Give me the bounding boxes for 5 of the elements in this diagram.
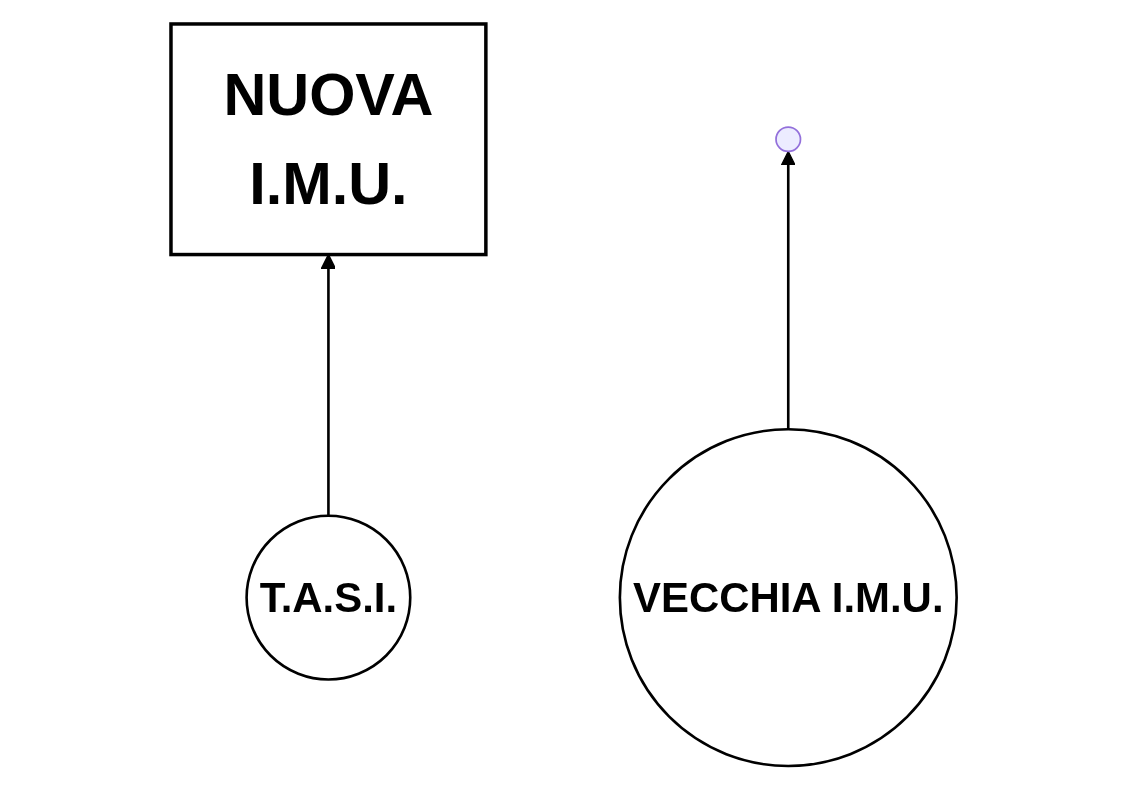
node-circle	[244, 514, 412, 681]
arrow	[780, 150, 796, 429]
node-box	[168, 21, 488, 256]
flowchart-drawing: NUOVA I.M.U. T.A.S.I. VECCHIA I.M.U.	[156, 9, 971, 780]
node-circle	[618, 427, 958, 767]
